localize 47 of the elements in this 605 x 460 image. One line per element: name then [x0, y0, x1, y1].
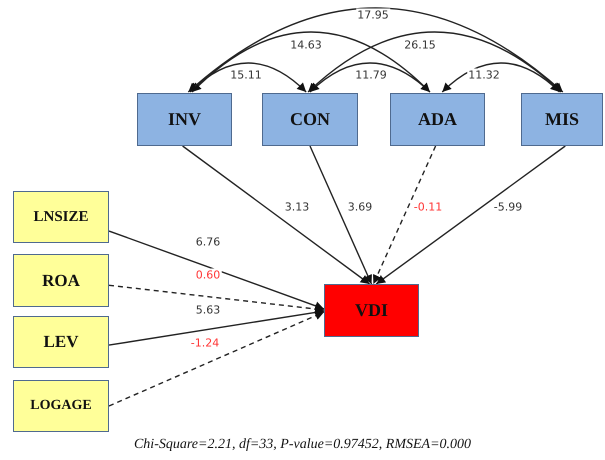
edge-label: 3.13 [284, 200, 310, 214]
arrow [308, 31, 562, 93]
arrow [192, 31, 430, 93]
edge-label: 5.63 [194, 304, 222, 316]
variable-box [13, 191, 109, 243]
arrow [108, 311, 324, 407]
variable-name: CON [290, 109, 330, 130]
variable-box [13, 316, 109, 368]
edge-label: 17.95 [356, 8, 390, 22]
variable-box [262, 93, 358, 146]
edge-label: 11.32 [467, 68, 501, 82]
variable-box [137, 93, 232, 146]
arrow [310, 62, 430, 93]
variable-name: LNSIZE [33, 208, 89, 226]
edge-label: 15.11 [229, 68, 263, 82]
variable-box [390, 93, 485, 146]
arrow [442, 62, 560, 93]
arrow [190, 62, 307, 93]
variable-name: ROA [42, 270, 80, 290]
variable-name: LEV [44, 332, 78, 352]
variable-box [13, 380, 109, 432]
variable-name: MIS [544, 109, 579, 130]
edge-label: 0.60 [194, 268, 222, 282]
edge-label: 3.69 [346, 200, 374, 214]
edge-label: 26.15 [403, 38, 437, 52]
arrow [108, 308, 324, 346]
edge-label: -5.99 [492, 200, 524, 214]
variable-box [521, 93, 603, 146]
variable-name: ADA [418, 109, 457, 130]
arrow [188, 7, 564, 93]
arrow [108, 284, 324, 314]
edge-label: 11.79 [354, 68, 388, 82]
variable-name: LOGAGE [30, 398, 92, 414]
edge-label: -0.11 [412, 200, 444, 214]
edge-label: 14.63 [289, 38, 323, 52]
variable-name: INV [168, 109, 201, 130]
arrow [309, 146, 372, 284]
edge-label: -1.24 [190, 336, 220, 350]
variable-name: VDI [354, 300, 388, 321]
edge-label: 6.76 [194, 236, 222, 248]
variable-box [324, 284, 419, 337]
arrow [108, 230, 324, 310]
arrow [376, 145, 566, 285]
variable-box [13, 254, 109, 307]
arrow [182, 145, 370, 285]
fit-statistics-caption: Chi-Square=2.21, df=33, P-value=0.97452, RMSEA=0.000 [132, 437, 472, 453]
arrow [372, 146, 436, 284]
